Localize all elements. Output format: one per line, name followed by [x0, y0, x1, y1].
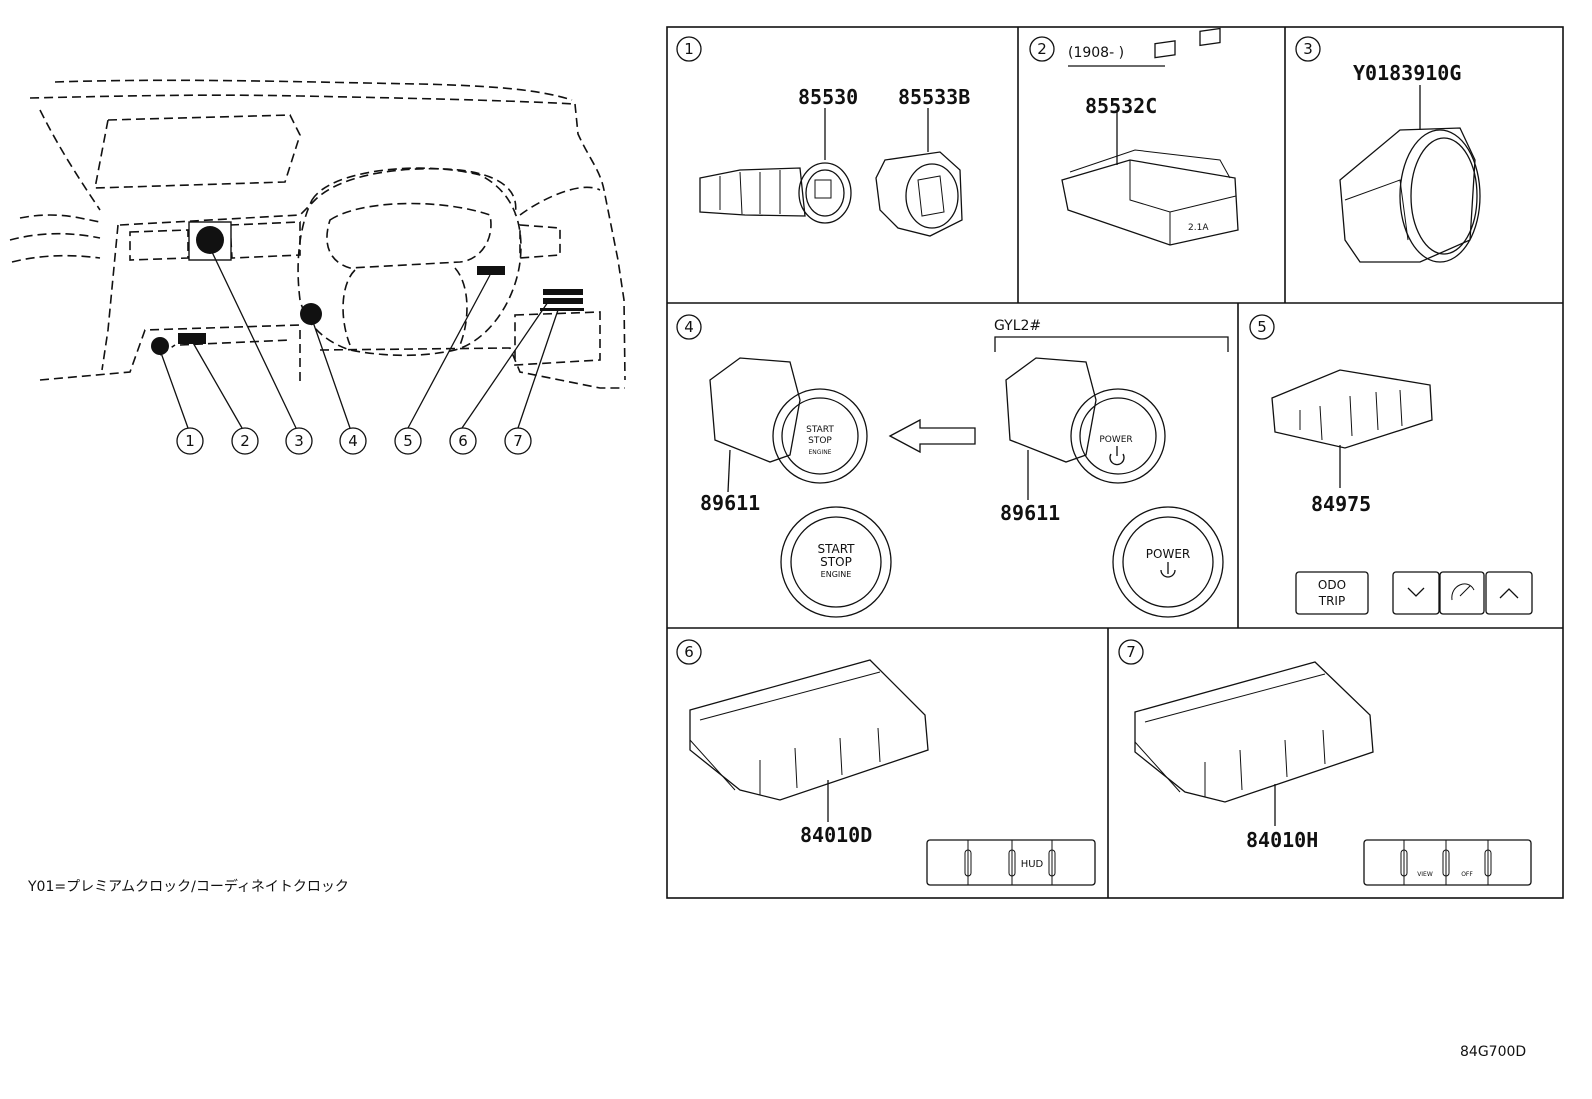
usb-current-label: 2.1A: [1188, 223, 1209, 233]
power-label-small: POWER: [1099, 435, 1132, 445]
drawing-code: 84G700D: [1460, 1044, 1527, 1060]
callout-4: 4: [339, 427, 367, 455]
view-switch-label: VIEW: [1417, 871, 1433, 878]
overview-callouts: 1 2 3 4 5 6 7: [176, 427, 532, 455]
part-number-84010d: 84010D: [800, 823, 872, 847]
callout-3-text: 3: [294, 432, 304, 450]
panel-number-1: 1: [676, 36, 702, 62]
callout-7: 7: [504, 427, 532, 455]
hud-switch-label: HUD: [1021, 859, 1044, 870]
panel-number-2-text: 2: [1037, 40, 1047, 58]
callout-3: 3: [285, 427, 313, 455]
callout-2-text: 2: [240, 432, 250, 450]
panel-number-1-text: 1: [684, 40, 694, 58]
footnote: Y01=プレミアムクロック/コーディネイトクロック: [28, 879, 349, 895]
callout-5-text: 5: [403, 432, 413, 450]
engine-label: ENGINE: [821, 570, 852, 579]
panel-7-switch: [1134, 661, 1532, 886]
panel-number-7: 7: [1118, 639, 1144, 665]
part-number-clock: Y0183910G: [1353, 61, 1461, 85]
part-number-89611-start: 89611: [700, 491, 760, 515]
callout-2: 2: [231, 427, 259, 455]
panel-number-5-text: 5: [1257, 318, 1267, 336]
callout-1-text: 1: [185, 432, 195, 450]
panel-number-5: 5: [1249, 314, 1275, 340]
callout-1: 1: [176, 427, 204, 455]
part-number-85533b: 85533B: [898, 85, 970, 109]
panel-3-clock: [1339, 85, 1481, 263]
panel-5-meter-switch: [1271, 369, 1533, 615]
callout-6-text: 6: [458, 432, 468, 450]
callout-7-text: 7: [513, 432, 523, 450]
stop-label: STOP: [820, 555, 852, 569]
callout-4-text: 4: [348, 432, 358, 450]
panel-6-switch: [689, 659, 1096, 886]
start-label-small: START: [806, 425, 834, 435]
part-number-85532c: 85532C: [1085, 94, 1157, 118]
off-switch-label: OFF: [1461, 871, 1473, 878]
panel-number-6: 6: [676, 639, 702, 665]
panel-number-6-text: 6: [684, 643, 694, 661]
engine-label-small: ENGINE: [809, 449, 832, 456]
callout-6: 6: [449, 427, 477, 455]
panel-number-2: 2: [1029, 36, 1055, 62]
production-range: (1908- ): [1068, 45, 1124, 61]
part-number-89611-power: 89611: [1000, 501, 1060, 525]
panel-number-4-text: 4: [684, 318, 694, 336]
part-number-84010h: 84010H: [1246, 828, 1318, 852]
stop-label-small: STOP: [808, 436, 832, 446]
parts-panel-grid: [666, 26, 1564, 899]
panel-2-usb: [1061, 27, 1239, 246]
trip-label: TRIP: [1318, 594, 1345, 608]
panel-number-3: 3: [1295, 36, 1321, 62]
odo-label: ODO: [1318, 578, 1346, 592]
power-label: POWER: [1146, 547, 1190, 561]
panel-number-7-text: 7: [1126, 643, 1136, 661]
panel-number-3-text: 3: [1303, 40, 1313, 58]
part-number-84975: 84975: [1311, 492, 1371, 516]
dashboard-overview: [9, 79, 626, 429]
panel-1-socket: [699, 108, 963, 237]
panel-number-4: 4: [676, 314, 702, 340]
callout-5: 5: [394, 427, 422, 455]
panel-number-labels: 1 2 3 4 5 6 7: [676, 36, 1321, 665]
variant-label: GYL2#: [994, 318, 1041, 334]
start-label: START: [817, 542, 855, 556]
panel-4-start-switch: [709, 336, 1229, 618]
part-number-85530: 85530: [798, 85, 858, 109]
